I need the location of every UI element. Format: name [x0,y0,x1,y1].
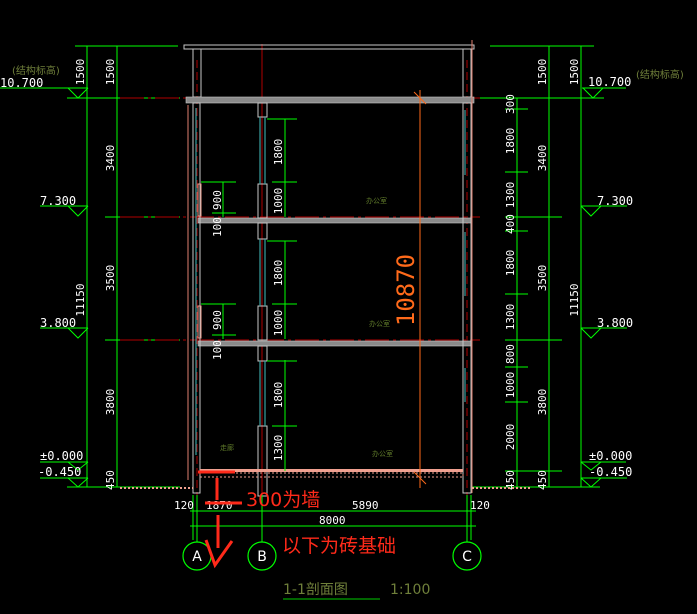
drawing-title: 1-1剖面图 1:100 [283,582,430,600]
level-floor2-right: 3.800 [597,316,633,330]
window-dim: 1300 [272,435,285,462]
window-dim: 1800 [272,260,285,287]
grid-label-a: A [192,549,202,565]
level-ground-left: ±0.000 [40,449,83,463]
room-label: 走廊 [220,443,234,452]
roof-note-right: (结构标高) [636,68,684,81]
dim-right-wall: 120 [470,499,490,512]
level-ground-right: ±0.000 [589,449,632,463]
detail-dim: 1800 [504,250,517,277]
detail-dim: 1000 [504,372,517,399]
left-dim: 3800 [104,389,117,416]
level-outdoor-right: -0.450 [589,465,632,479]
window-dim: 1800 [272,382,285,409]
right-total-dim: 11150 [568,283,581,316]
detail-dim: 450 [504,470,517,490]
right-dim: 1500 [536,59,549,86]
level-roof-right: 10.700 [588,75,631,89]
left-dim: 450 [104,470,117,490]
level-floor3-right: 7.300 [597,194,633,208]
dim-bay-bc: 5890 [352,499,379,512]
room-label: 办公室 [372,449,393,458]
grid-label-b: B [257,549,267,565]
left-dim: 1500 [104,59,117,86]
left-dim: 3500 [104,265,117,292]
window-dim: 100 [211,217,224,237]
dim-total: 8000 [319,514,346,527]
level-outdoor-left: -0.450 [38,465,81,479]
detail-dim: 1300 [504,304,517,331]
right-dimensions: 10.700 (结构标高) 7.300 3.800 ±0.000 -0.450 … [472,45,684,490]
left-dim: 3400 [104,145,117,172]
window-dim: 1800 [272,139,285,166]
left-dimensions: 10.700 (结构标高) 7.300 3.800 ±0.000 -0.450 … [0,45,180,490]
level-roof-left: 10.700 [0,76,43,90]
right-dim: 3500 [536,265,549,292]
dim-left-wall: 120 [174,499,194,512]
grid-bubble-b [247,541,277,571]
room-label: 办公室 [369,319,390,328]
grid-label-c: C [462,549,472,565]
level-floor2-left: 3.800 [40,316,76,330]
wall-note: 300为墙 [246,489,320,511]
left-total-dim: 11150 [74,283,87,316]
bottom-dimensions: 120 1870 5890 120 8000 A B C [174,495,490,571]
grid-bubble-c [452,541,482,571]
detail-dim: 2000 [504,424,517,451]
room-label: 办公室 [366,196,387,205]
detail-dim: 400 [504,214,517,234]
right-dim: 3800 [536,389,549,416]
left-outer-dim-1500: 1500 [74,59,87,86]
building-section: 900 100 900 100 1800 1000 1800 1000 1800… [120,40,530,500]
title-name: 1-1剖面图 [283,582,348,598]
window-dim: 900 [211,190,224,210]
height-annotation: 10870 [392,254,420,326]
window-dim: 1000 [272,188,285,215]
right-outer-dim-1500: 1500 [568,59,581,86]
dim-bay-ab: 1870 [206,499,233,512]
markup-annotations: 300为墙 以下为砖基础 [198,470,396,569]
window-dim: 900 [211,310,224,330]
title-scale: 1:100 [390,582,430,598]
detail-dim: 1800 [504,128,517,155]
detail-dim: 300 [504,94,517,114]
right-dim: 450 [536,470,549,490]
foundation-note: 以下为砖基础 [282,535,396,557]
window-dim: 1000 [272,310,285,337]
right-dim: 3400 [536,145,549,172]
level-floor3-left: 7.300 [40,194,76,208]
detail-dim: 1300 [504,182,517,209]
detail-dim: 800 [504,344,517,364]
window-dim: 100 [211,340,224,360]
roof-note-left: (结构标高) [12,64,60,77]
